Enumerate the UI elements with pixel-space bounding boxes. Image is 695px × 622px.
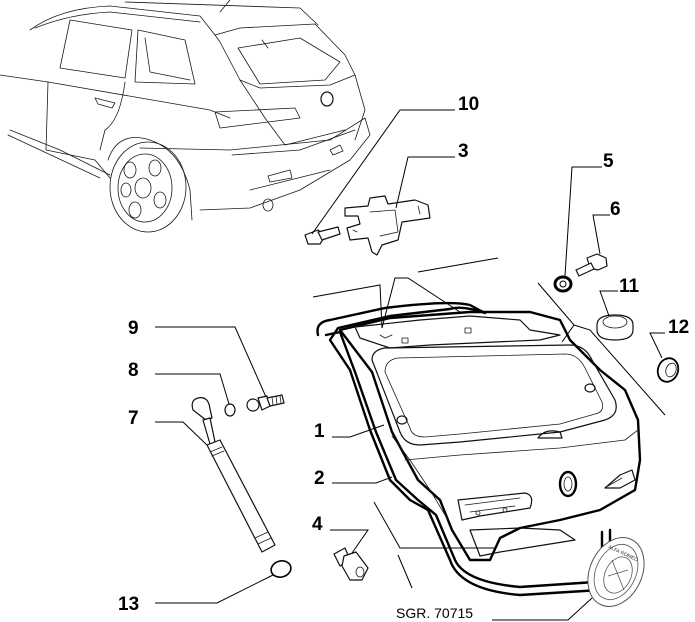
callout-10[interactable]: 10 <box>311 94 479 235</box>
callout-label-13: 13 <box>118 594 139 615</box>
part-9-ball-stud <box>246 394 285 412</box>
callout-label-2: 2 <box>314 468 325 489</box>
callout-3[interactable]: 3 <box>395 141 469 209</box>
callout-label-7: 7 <box>128 408 139 429</box>
callout-9[interactable]: 9 <box>128 318 267 398</box>
part-6-screw <box>575 253 608 277</box>
callout-6[interactable]: 6 <box>592 199 621 255</box>
callout-1[interactable]: 1 <box>314 421 385 442</box>
callout-label-5: 5 <box>603 151 614 172</box>
callout-12[interactable]: 12 <box>649 317 689 359</box>
assembly-leader-lines <box>312 257 666 589</box>
car-illustration <box>0 0 371 233</box>
part-13-clip <box>270 560 292 578</box>
callout-7[interactable]: 7 <box>128 408 209 447</box>
part-12-plug <box>656 357 680 383</box>
callout-label-8: 8 <box>128 360 139 381</box>
part-5-washer <box>553 275 573 293</box>
callout-4[interactable]: 4 <box>312 514 369 554</box>
part-1-tailgate <box>338 310 642 562</box>
callout-label-9: 9 <box>128 318 139 339</box>
callout-11[interactable]: 11 <box>599 276 640 317</box>
callout-label-1: 1 <box>314 421 325 442</box>
part-10-screw <box>304 226 341 245</box>
callout-8[interactable]: 8 <box>128 360 230 405</box>
callout-label-12: 12 <box>668 317 689 338</box>
part-11-buffer <box>596 314 634 341</box>
callout-2[interactable]: 2 <box>314 468 393 489</box>
part-8-spacer <box>224 403 236 417</box>
callout-label-11: 11 <box>619 276 640 297</box>
brand-badge-emblem: ALFA ROMEO <box>587 537 645 607</box>
callout-label-3: 3 <box>458 141 469 162</box>
callout-13[interactable]: 13 <box>118 574 274 615</box>
reference-code: SGR. 70715 <box>396 605 473 621</box>
callout-5[interactable]: 5 <box>564 151 614 277</box>
part-4-bolt <box>333 547 369 581</box>
part-7-gas-strut <box>191 397 276 553</box>
callout-label-6: 6 <box>610 199 621 220</box>
part-3-bracket <box>344 195 431 256</box>
callout-label-4: 4 <box>312 514 323 535</box>
callout-label-10: 10 <box>458 94 479 115</box>
reference-code-block: SGR. 70715 <box>396 597 593 621</box>
